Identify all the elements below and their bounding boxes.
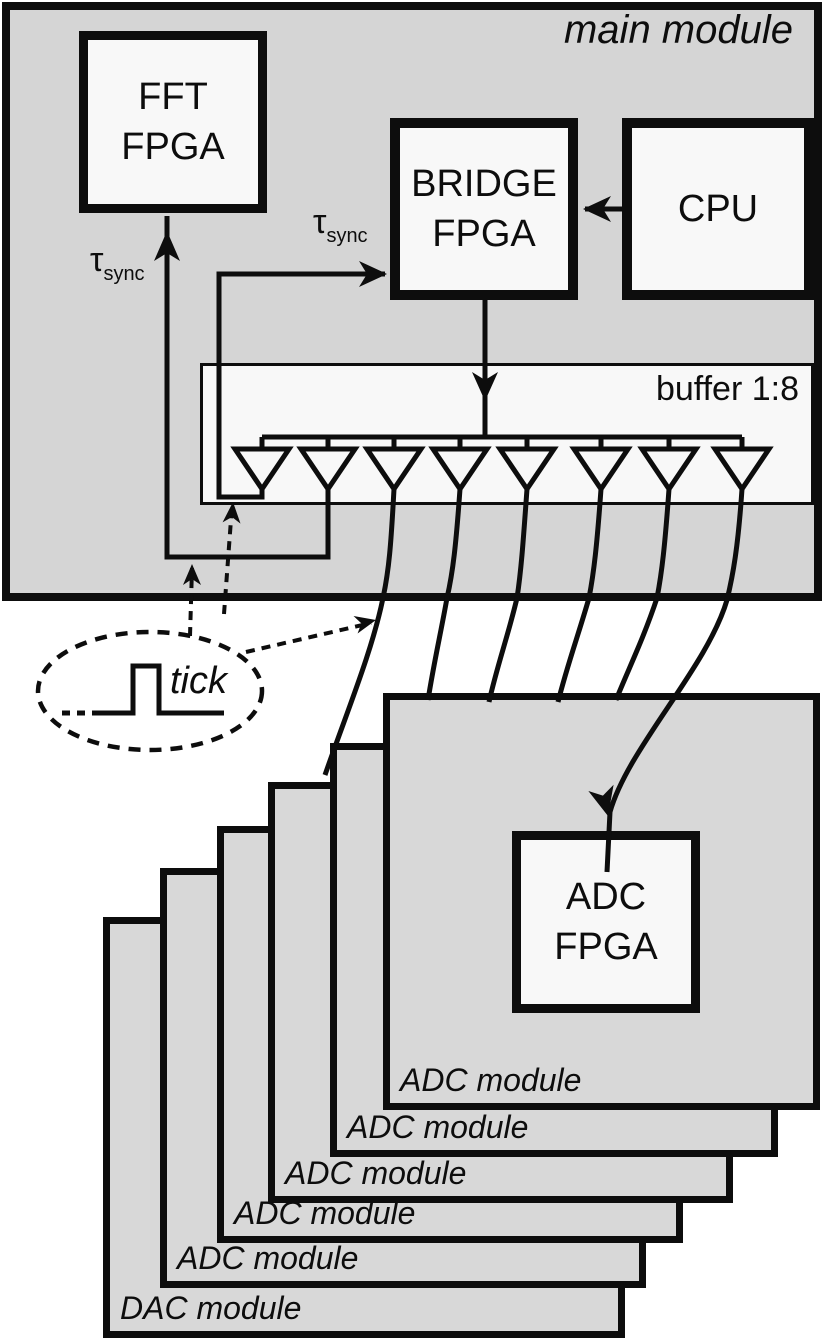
tau-subscript-bridge: sync — [326, 225, 368, 247]
fft-fpga-box: FFT FPGA — [79, 31, 267, 213]
adc-module-label-2: ADC module — [347, 1109, 529, 1145]
tau-subscript-fft: sync — [103, 263, 145, 285]
adc-module-label-front: ADC module — [400, 1062, 582, 1098]
tau-sync-label-fft: τsync — [90, 243, 145, 284]
bridge-fpga-box: BRIDGE FPGA — [390, 118, 578, 300]
cpu-box: CPU — [622, 118, 814, 300]
tau-symbol-bridge: τ — [313, 203, 327, 241]
tick-bubble — [35, 629, 265, 753]
adc-module-label-3: ADC module — [285, 1155, 467, 1191]
tick-ellipse — [35, 629, 265, 753]
cpu-label: CPU — [677, 187, 759, 230]
dac-module-label: DAC module — [120, 1290, 302, 1326]
adc-fpga-label-line2: FPGA — [554, 926, 658, 968]
fft-fpga-label-line1: FFT — [138, 75, 208, 118]
bridge-fpga-label-line1: BRIDGE — [411, 162, 557, 205]
tick-label: tick — [170, 660, 227, 702]
tau-sync-label-bridge: τsync — [313, 205, 368, 246]
adc-fpga-box: ADC FPGA — [512, 831, 700, 1013]
buffer-box: buffer 1:8 — [200, 363, 814, 505]
fft-fpga-label-line2: FPGA — [121, 126, 225, 168]
bridge-fpga-label-line2: FPGA — [432, 213, 536, 255]
adc-module-label-5: ADC module — [177, 1240, 359, 1276]
main-module-label: main module — [563, 8, 793, 52]
tau-symbol-fft: τ — [90, 241, 104, 279]
adc-fpga-label-line1: ADC — [565, 875, 647, 918]
buffer-label: buffer 1:8 — [655, 370, 799, 408]
